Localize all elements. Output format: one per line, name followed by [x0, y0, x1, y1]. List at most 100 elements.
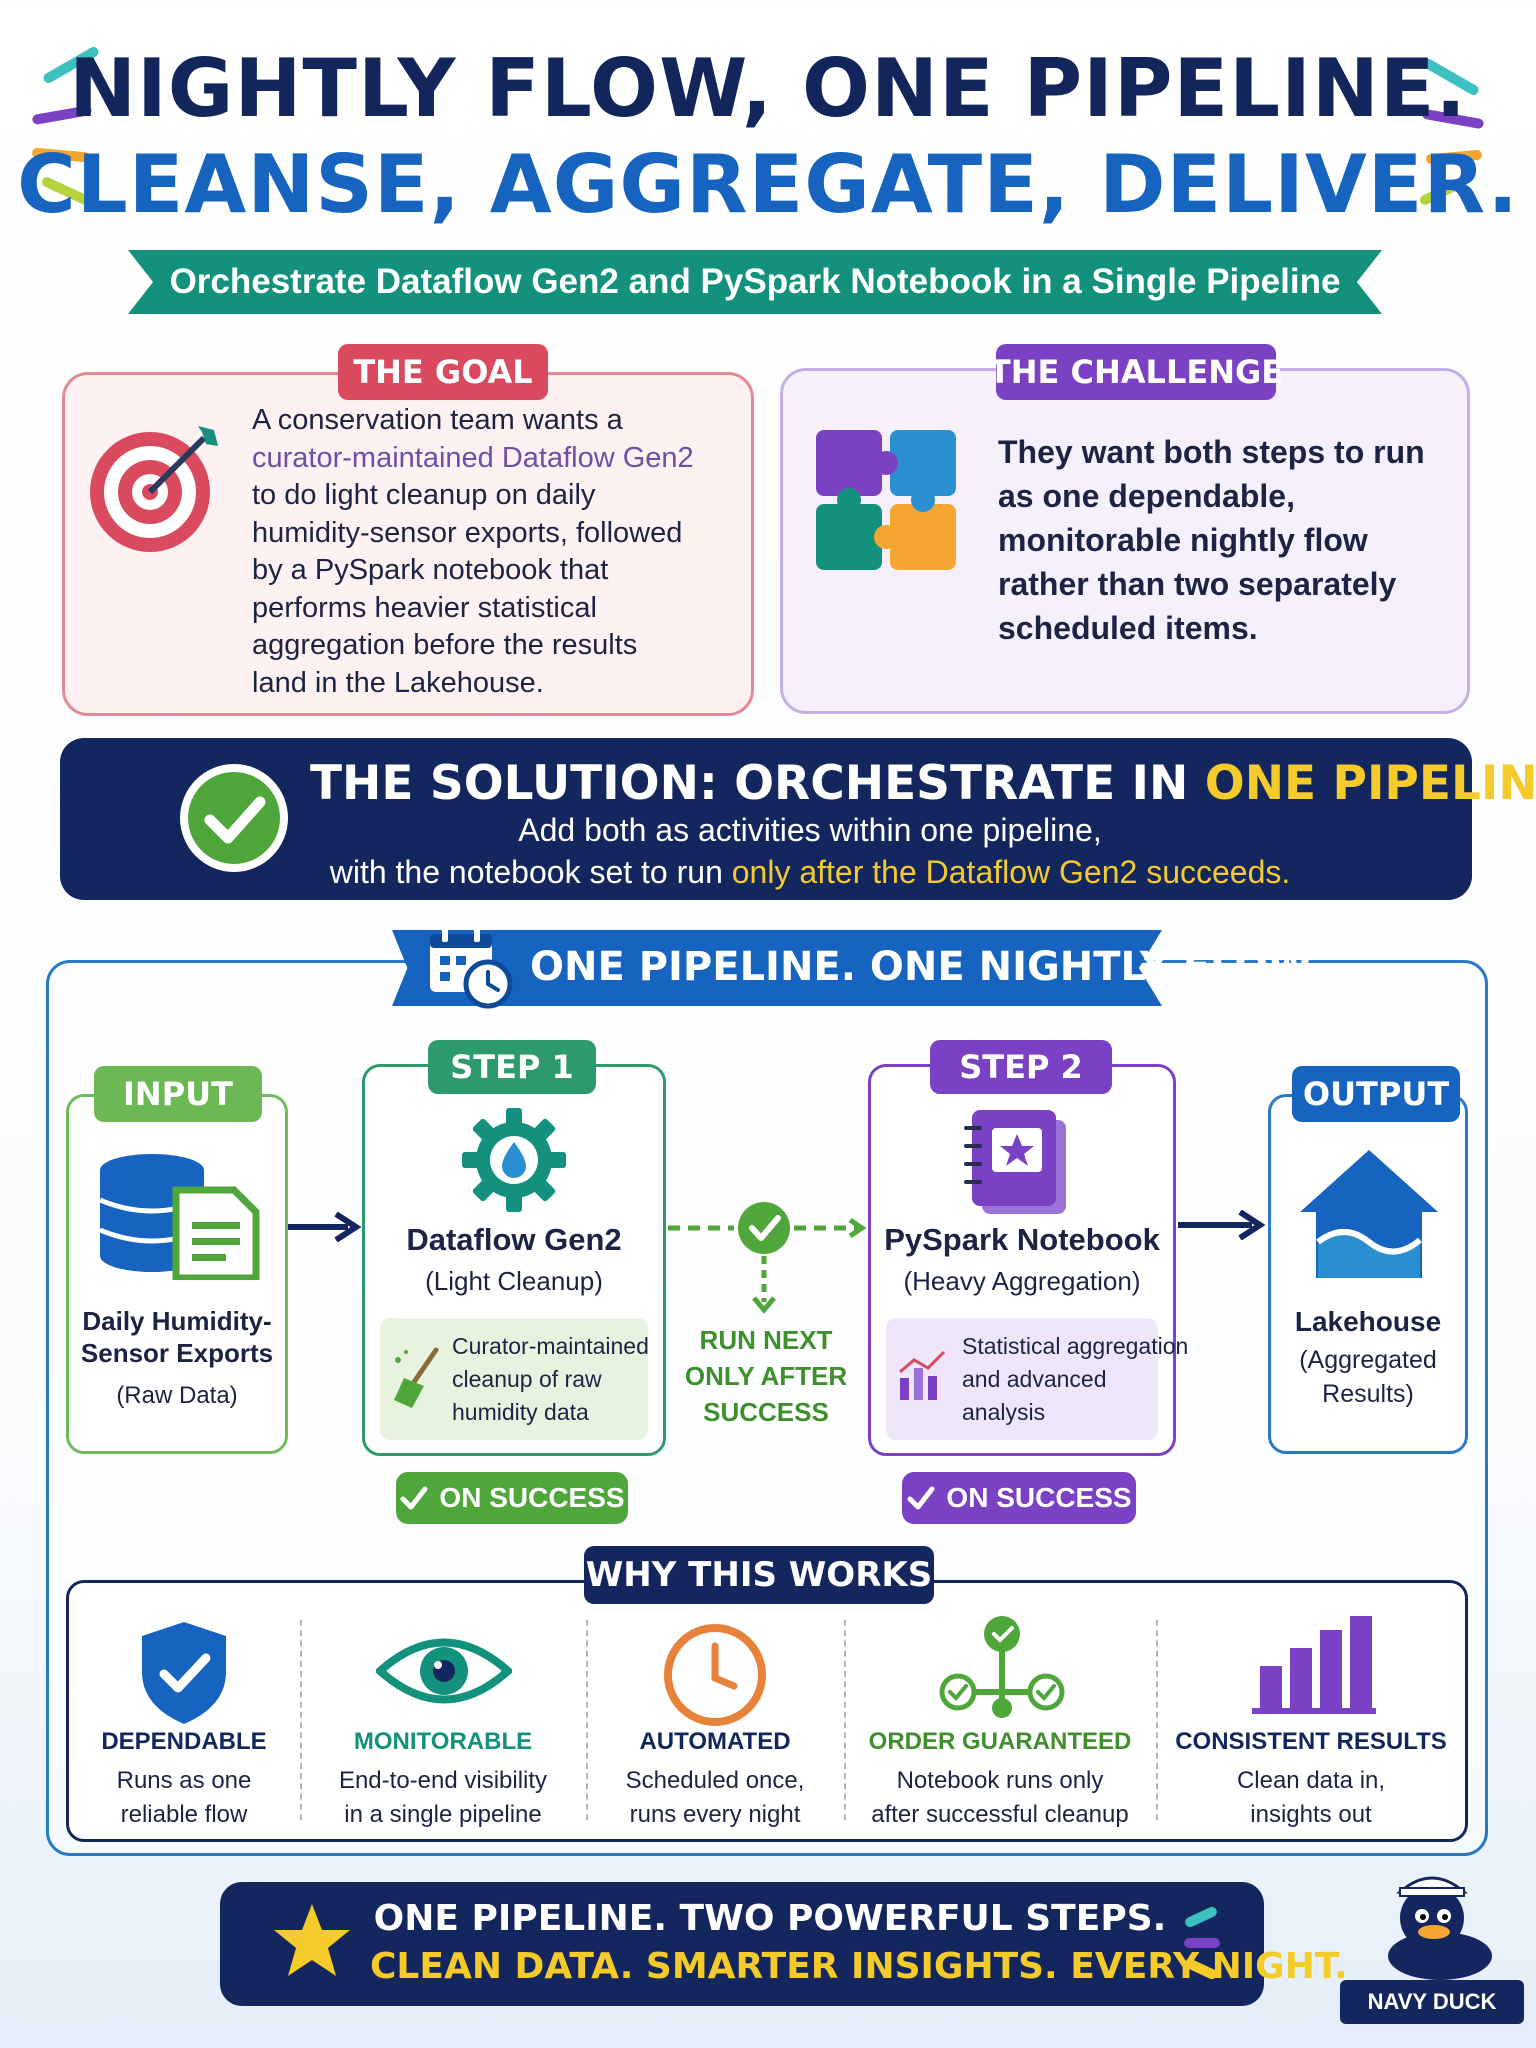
- shield-check-icon: [142, 1622, 226, 1724]
- step1-detail-line: humidity data: [452, 1399, 589, 1425]
- subtitle: Orchestrate Dataflow Gen2 and PySpark No…: [169, 262, 1341, 301]
- pipeline-banner-text: ONE PIPELINE. ONE NIGHTLY FLOW.: [530, 944, 1325, 990]
- pipeline-banner: [392, 930, 1162, 1006]
- broom-icon: [394, 1347, 439, 1408]
- connector-line: RUN NEXT: [699, 1325, 833, 1355]
- output-sub-line2: Results): [1322, 1380, 1414, 1408]
- step2-pill-label: ON SUCCESS: [946, 1482, 1132, 1513]
- input-name-line1: Daily Humidity-: [82, 1306, 272, 1336]
- input-sub: (Raw Data): [116, 1382, 238, 1409]
- challenge-line: monitorable nightly flow: [998, 522, 1368, 558]
- goal-line: to do light cleanup on daily: [252, 479, 596, 511]
- why-item-line1: Runs as one: [116, 1767, 252, 1794]
- page-title-line1: NIGHTLY FLOW, ONE PIPELINE.: [69, 42, 1467, 135]
- solution-title-prefix: THE SOLUTION: ORCHESTRATE IN: [310, 756, 1205, 811]
- why-item-title: ORDER GUARANTEED: [846, 1728, 1154, 1756]
- gear-drop-icon: [462, 1108, 566, 1212]
- divider: [1156, 1620, 1158, 1820]
- solution-banner: [60, 738, 1472, 900]
- challenge-text: They want both steps to run as one depen…: [998, 430, 1448, 650]
- step1-sub: (Light Cleanup): [425, 1266, 603, 1296]
- check-circle-icon: [180, 764, 288, 872]
- why-item-line2: runs every night: [629, 1801, 801, 1828]
- why-item-line1: Notebook runs only: [896, 1767, 1104, 1794]
- why-title-text: DEPENDABLE: [101, 1728, 267, 1755]
- step2-detail-line: and advanced: [962, 1366, 1107, 1392]
- why-item-line1: End-to-end visibility: [338, 1767, 548, 1794]
- puzzle-icon: [816, 430, 956, 570]
- divider: [844, 1620, 846, 1820]
- lakehouse-icon: [1300, 1150, 1438, 1278]
- input-name-line2: Sensor Exports: [80, 1338, 274, 1368]
- step1-on-success-badge: ON SUCCESS: [396, 1472, 628, 1524]
- output-tag: OUTPUT: [1292, 1066, 1460, 1122]
- goal-line: by a PySpark notebook that: [252, 554, 609, 586]
- why-item-line2: insights out: [1250, 1801, 1372, 1828]
- step2-tag: STEP 2: [930, 1040, 1112, 1094]
- step2-on-success-badge: ON SUCCESS: [902, 1472, 1136, 1524]
- footer-banner: [220, 1882, 1264, 2006]
- star-icon: [274, 1904, 350, 1976]
- notebook-icon: [964, 1110, 1066, 1214]
- step2-detail-line: analysis: [962, 1399, 1046, 1425]
- goal-line: A conservation team wants a: [252, 404, 623, 436]
- why-title-text: AUTOMATED: [639, 1728, 791, 1755]
- step1-pill-label: ON SUCCESS: [439, 1482, 625, 1513]
- calendar-clock-icon: [430, 926, 513, 1009]
- challenge-line: scheduled items.: [998, 610, 1258, 646]
- success-connector: [668, 1202, 867, 1314]
- challenge-line: rather than two separately: [998, 566, 1397, 602]
- solution-line1: Add both as activities within one pipeli…: [518, 812, 1102, 848]
- challenge-tag: THE CHALLENGE: [989, 344, 1283, 400]
- footer-line2: CLEAN DATA. SMARTER INSIGHTS. EVERY NIGH…: [370, 1946, 1348, 1987]
- step1-detail-line: Curator-maintained: [452, 1333, 649, 1359]
- connector-label: RUN NEXT ONLY AFTER SUCCESS: [680, 1322, 852, 1430]
- step1-tag: STEP 1: [428, 1040, 596, 1094]
- step2-sub: (Heavy Aggregation): [903, 1266, 1141, 1296]
- step2-name: PySpark Notebook: [884, 1222, 1160, 1257]
- step2-detail-line: Statistical aggregation: [962, 1333, 1189, 1359]
- why-item-line1: Scheduled once,: [625, 1767, 805, 1794]
- why-item-title: AUTOMATED: [588, 1728, 842, 1756]
- why-item-line2: in a single pipeline: [344, 1801, 542, 1828]
- solution-title-highlight: ONE PIPELINE: [1204, 756, 1536, 811]
- solution-title: THE SOLUTION: ORCHESTRATE IN ONE PIPELIN…: [310, 756, 1536, 811]
- why-item-line2: after successful cleanup: [871, 1801, 1129, 1828]
- check-icon: [907, 1486, 935, 1510]
- arrow-right-icon: [288, 1212, 362, 1242]
- why-item-line2: reliable flow: [120, 1801, 248, 1828]
- step1-detail-box: [380, 1318, 648, 1440]
- connector-line: ONLY AFTER: [684, 1361, 848, 1391]
- why-tag: WHY THIS WORKS: [584, 1546, 934, 1604]
- chart-icon: [899, 1350, 946, 1400]
- step1-detail: Curator-maintained cleanup of raw humidi…: [452, 1330, 649, 1429]
- why-title-text: ORDER GUARANTEED: [868, 1728, 1132, 1755]
- brand-label: NAVY DUCK: [1340, 1980, 1524, 2024]
- target-icon: [90, 426, 218, 552]
- solution-line2: with the notebook set to run only after …: [240, 854, 1380, 891]
- connector-line: SUCCESS: [703, 1397, 829, 1427]
- flow-checks-icon: [939, 1616, 1065, 1718]
- why-item-line1: Clean data in,: [1236, 1767, 1386, 1794]
- why-title-text: CONSISTENT RESULTS: [1175, 1728, 1447, 1755]
- database-file-icon: [99, 1154, 260, 1280]
- decor-burst: [1184, 1938, 1220, 1948]
- step2-detail: Statistical aggregation and advanced ana…: [962, 1330, 1188, 1429]
- why-item-title: CONSISTENT RESULTS: [1158, 1728, 1464, 1756]
- bar-chart-icon: [1252, 1616, 1376, 1714]
- step1-name: Dataflow Gen2: [406, 1222, 622, 1257]
- output-name: Lakehouse: [1294, 1306, 1442, 1337]
- subtitle-ribbon: Orchestrate Dataflow Gen2 and PySpark No…: [128, 250, 1382, 314]
- why-item-title: MONITORABLE: [302, 1728, 584, 1756]
- goal-text: A conservation team wants a curator-main…: [252, 402, 752, 702]
- solution-line2-highlight: only after the Dataflow Gen2 succeeds.: [731, 854, 1291, 890]
- step1-detail-line: cleanup of raw: [452, 1366, 602, 1392]
- arrow-right-icon: [1178, 1210, 1266, 1240]
- goal-line: humidity-sensor exports, followed: [252, 516, 683, 549]
- duck-mascot-icon: [1388, 1876, 1492, 1980]
- footer-line1: ONE PIPELINE. TWO POWERFUL STEPS.: [373, 1898, 1167, 1939]
- check-icon: [400, 1486, 428, 1510]
- page-title-line2: CLEANSE, AGGREGATE, DELIVER.: [17, 138, 1519, 231]
- why-item-title: DEPENDABLE: [70, 1728, 298, 1756]
- output-sub-line1: (Aggregated: [1299, 1346, 1437, 1374]
